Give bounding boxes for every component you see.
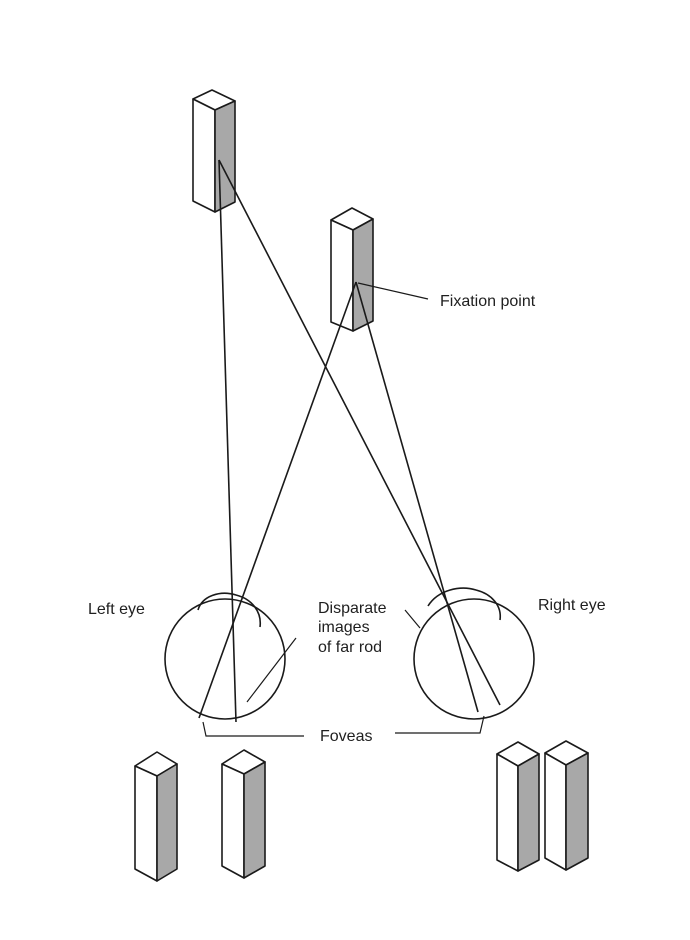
- fixation-leader: [357, 282, 429, 300]
- sight-lines: [198, 159, 501, 723]
- foveas-bracket-left: [202, 721, 304, 737]
- left-eye-label: Left eye: [88, 601, 145, 618]
- foveas-bracket-right: [395, 715, 485, 734]
- disparate-images-label-line2: images: [318, 619, 370, 636]
- left-eye: [164, 592, 286, 720]
- fixation-point-label: Fixation point: [440, 293, 536, 310]
- sight-line-far-left: [218, 159, 237, 723]
- sight-line-near-right: [355, 281, 479, 713]
- right-eye-label: Right eye: [538, 597, 606, 614]
- disparate-leader-right: [404, 609, 421, 629]
- right-eye-cornea: [427, 587, 501, 621]
- foveas-label: Foveas: [320, 728, 372, 745]
- disparate-leader-left: [246, 637, 297, 703]
- near-rod: [330, 207, 374, 332]
- disparate-images-label-line1: Disparate: [318, 600, 387, 617]
- sight-line-near-left: [198, 281, 357, 719]
- right-retina-image-rod-1: [496, 741, 540, 872]
- left-retina-image-rod-2: [221, 749, 266, 879]
- far-rod: [192, 89, 236, 213]
- right-retina-image-rod-2: [544, 740, 589, 871]
- right-eye: [413, 587, 535, 720]
- disparate-images-label-line3: of far rod: [318, 639, 382, 656]
- left-eye-cornea: [197, 592, 261, 628]
- left-retina-image-rod-1: [134, 751, 178, 882]
- sight-line-far-right: [218, 159, 501, 706]
